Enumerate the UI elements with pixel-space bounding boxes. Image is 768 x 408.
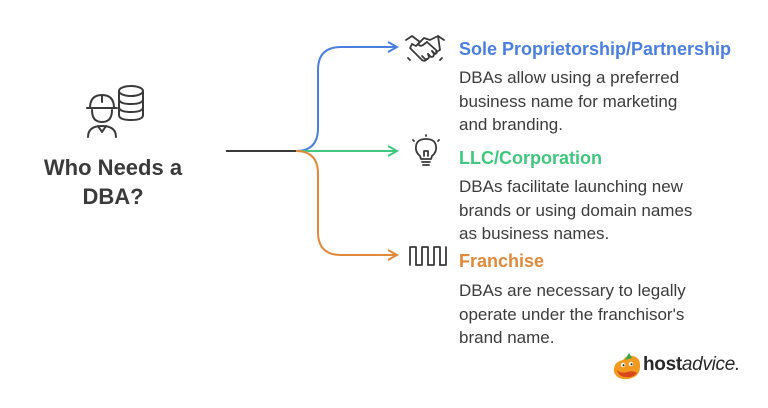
branch-description-sole-proprietorship: DBAs allow using a preferred business na… <box>459 66 759 137</box>
branch-title-llc-corporation: LLC/Corporation <box>459 148 602 168</box>
description-line: business name for marketing <box>459 91 678 111</box>
description-line: brands or using domain names <box>459 200 693 220</box>
description-line: DBAs allow using a preferred <box>459 68 680 87</box>
brand-name-light: advice. <box>681 354 741 375</box>
branch-description-llc-corporation: DBAs facilitate launching new brands or … <box>459 175 759 246</box>
arrowhead-franchise <box>387 249 400 261</box>
description-line: brand name. <box>459 328 555 347</box>
hostadvice-mascot-logo <box>613 353 641 380</box>
lightbulb-icon <box>412 134 440 166</box>
branch-description-franchise: DBAs are necessary to legally operate un… <box>459 279 759 350</box>
handshake-icon <box>405 35 445 62</box>
center-title-line: Who Needs a <box>43 155 183 180</box>
worker-database-icon <box>86 85 144 138</box>
description-line: DBAs facilitate launching new <box>459 177 683 196</box>
center-title: Who Needs a DBA? <box>28 153 198 211</box>
branch-title-sole-proprietorship: Sole Proprietorship/Partnership <box>459 39 732 59</box>
center-title-line: DBA? <box>82 184 144 209</box>
description-line: operate under the franchisor's <box>459 304 685 324</box>
brand-wordmark: hostadvice. <box>643 354 740 376</box>
connector-franchise <box>295 150 396 256</box>
description-line: DBAs are necessary to legally <box>459 281 686 300</box>
arrowhead-llc-corporation <box>387 145 400 157</box>
description-line: as business names. <box>459 224 610 243</box>
description-line: and branding. <box>459 115 563 134</box>
connector-sole-proprietorship <box>295 46 396 152</box>
branch-title-franchise: Franchise <box>459 251 545 271</box>
brand-name-bold: host <box>643 354 682 375</box>
arrowhead-sole-proprietorship <box>387 41 400 53</box>
storefront-awning-icon <box>409 246 447 266</box>
